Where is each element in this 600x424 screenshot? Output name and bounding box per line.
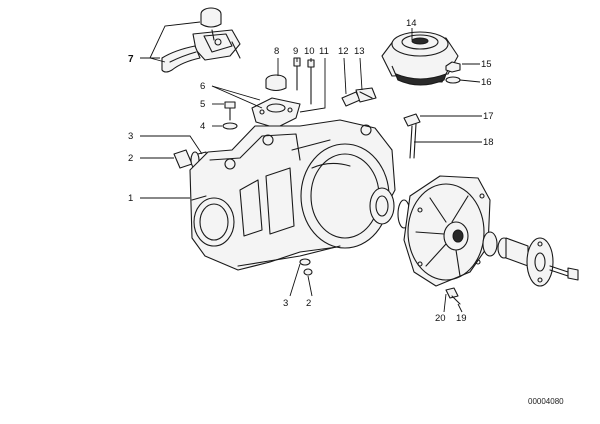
callout-19: 19: [456, 313, 467, 324]
callout-6: 6: [200, 81, 205, 92]
callout-3-left: 3: [128, 131, 133, 142]
callout-9: 9: [293, 46, 298, 57]
callout-5: 5: [200, 99, 205, 110]
callout-2-bottom: 2: [306, 298, 311, 309]
callout-16: 16: [481, 77, 492, 88]
rubber-mount: [381, 31, 459, 86]
callout-15: 15: [481, 59, 492, 70]
callout-2-left: 2: [128, 153, 133, 164]
callout-18: 18: [483, 137, 494, 148]
final-drive-housing: [189, 119, 396, 271]
output-flange: [482, 231, 579, 287]
callout-labels: 7 8 9 10 11 12 13 14 15 16 6 5 4 17 18 3…: [128, 18, 494, 324]
bolt-and-washer: [222, 101, 238, 130]
document-number: 00004080: [528, 397, 564, 406]
long-bolt: [403, 113, 421, 159]
housing-cover: [403, 175, 491, 287]
callout-20: 20: [435, 313, 446, 324]
callout-7: 7: [128, 54, 134, 65]
callout-1: 1: [128, 193, 133, 204]
callout-13: 13: [354, 46, 365, 57]
callout-8: 8: [274, 46, 279, 57]
callout-3-bottom: 3: [283, 298, 288, 309]
callout-11: 11: [319, 46, 329, 57]
leader-lines: [140, 21, 482, 313]
callout-14: 14: [406, 18, 417, 29]
callout-10: 10: [304, 46, 315, 57]
callout-4: 4: [200, 121, 205, 132]
bearing: [369, 187, 411, 229]
breather-plug: [341, 87, 377, 107]
breather-hose-assembly: [161, 7, 241, 73]
callout-12: 12: [338, 46, 349, 57]
bottom-small-parts: [299, 258, 461, 305]
top-cover-plate: [251, 57, 315, 129]
callout-17: 17: [483, 111, 494, 122]
